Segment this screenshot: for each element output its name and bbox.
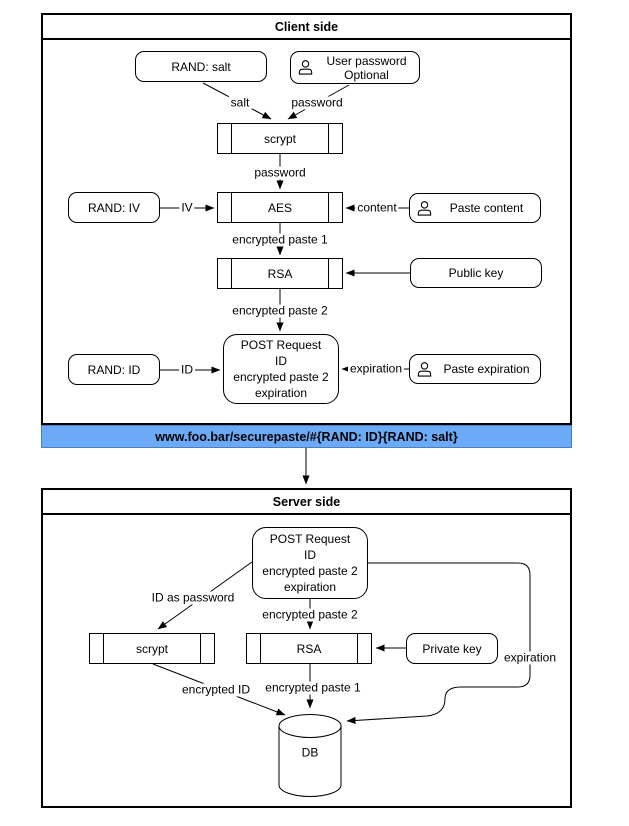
node-user-password-line2: Optional xyxy=(344,67,389,82)
node-scrypt: scrypt xyxy=(217,123,343,154)
edge-label-password-top: password xyxy=(289,95,345,110)
node-paste-content: Paste content xyxy=(409,193,541,223)
node-rand-id: RAND: ID xyxy=(68,354,160,385)
edge-label-encrypted-paste-1-server: encrypted paste 1 xyxy=(263,680,363,695)
post-request-line1: POST Request xyxy=(240,338,322,352)
node-rsa-label: RSA xyxy=(267,266,293,281)
edge-label-encrypted-paste-2: encrypted paste 2 xyxy=(230,303,330,318)
edge-label-expiration-server: expiration xyxy=(501,650,559,665)
person-icon xyxy=(417,361,432,377)
edge-label-encrypted-id: encrypted ID xyxy=(179,682,253,697)
edge-label-password-mid: password xyxy=(252,165,308,180)
node-private-key-label: Private key xyxy=(422,641,482,656)
node-scrypt-server: scrypt xyxy=(89,633,215,664)
node-scrypt-label: scrypt xyxy=(263,131,296,146)
edge-label-encrypted-paste-2-server: encrypted paste 2 xyxy=(260,607,360,622)
post-request-line3: encrypted paste 2 xyxy=(262,564,358,578)
node-scrypt-server-label: scrypt xyxy=(135,641,168,656)
node-db-label: DB xyxy=(301,745,319,760)
node-rand-id-label: RAND: ID xyxy=(87,362,141,377)
node-rsa-server-label: RSA xyxy=(296,641,322,656)
url-banner: www.foo.bar/securepaste/#{RAND: ID}{RAND… xyxy=(41,425,572,448)
post-request-line4: expiration xyxy=(283,580,337,594)
node-public-key-label: Public key xyxy=(448,266,504,280)
post-request-line1: POST Request xyxy=(269,532,351,546)
post-request-line3: encrypted paste 2 xyxy=(233,370,329,384)
node-rand-salt-label: RAND: salt xyxy=(171,59,231,74)
post-request-line4: expiration xyxy=(254,386,308,400)
edge-label-id: ID xyxy=(179,362,195,377)
node-private-key: Private key xyxy=(406,633,498,664)
node-rand-salt: RAND: salt xyxy=(135,51,267,82)
node-rsa: RSA xyxy=(217,258,343,289)
client-panel-title: Client side xyxy=(43,15,570,40)
node-rand-iv-label: RAND: IV xyxy=(87,200,140,215)
node-post-request-server: POST Request ID encrypted paste 2 expira… xyxy=(252,527,368,599)
edge-label-content: content xyxy=(355,200,399,215)
post-request-line2: ID xyxy=(304,548,316,562)
node-rand-iv: RAND: IV xyxy=(68,192,160,223)
node-aes: AES xyxy=(217,192,343,223)
node-user-password-line1: User password xyxy=(326,53,407,68)
url-banner-text: www.foo.bar/securepaste/#{RAND: ID}{RAND… xyxy=(155,429,458,444)
db-cylinder xyxy=(278,714,342,797)
node-public-key: Public key xyxy=(410,258,542,288)
arrow-expiration-to-db xyxy=(346,562,531,725)
node-user-password: User password Optional xyxy=(290,51,420,84)
edge-label-expiration-client: expiration xyxy=(347,361,405,376)
node-paste-content-label: Paste content xyxy=(449,201,524,215)
edge-label-id-as-password: ID as password xyxy=(149,590,237,605)
edge-label-encrypted-paste-1: encrypted paste 1 xyxy=(230,232,330,247)
node-paste-expiration-label: Paste expiration xyxy=(443,362,530,376)
node-aes-label: AES xyxy=(267,200,292,215)
node-post-request-client: POST Request ID encrypted paste 2 expira… xyxy=(223,334,339,404)
person-icon xyxy=(298,60,313,75)
post-request-line2: ID xyxy=(275,354,287,368)
edge-label-salt: salt xyxy=(228,95,252,110)
edge-label-iv: IV xyxy=(179,200,195,215)
node-paste-expiration: Paste expiration xyxy=(409,354,541,384)
server-panel-title: Server side xyxy=(43,490,570,515)
person-icon xyxy=(417,200,432,216)
node-rsa-server: RSA xyxy=(246,633,372,664)
